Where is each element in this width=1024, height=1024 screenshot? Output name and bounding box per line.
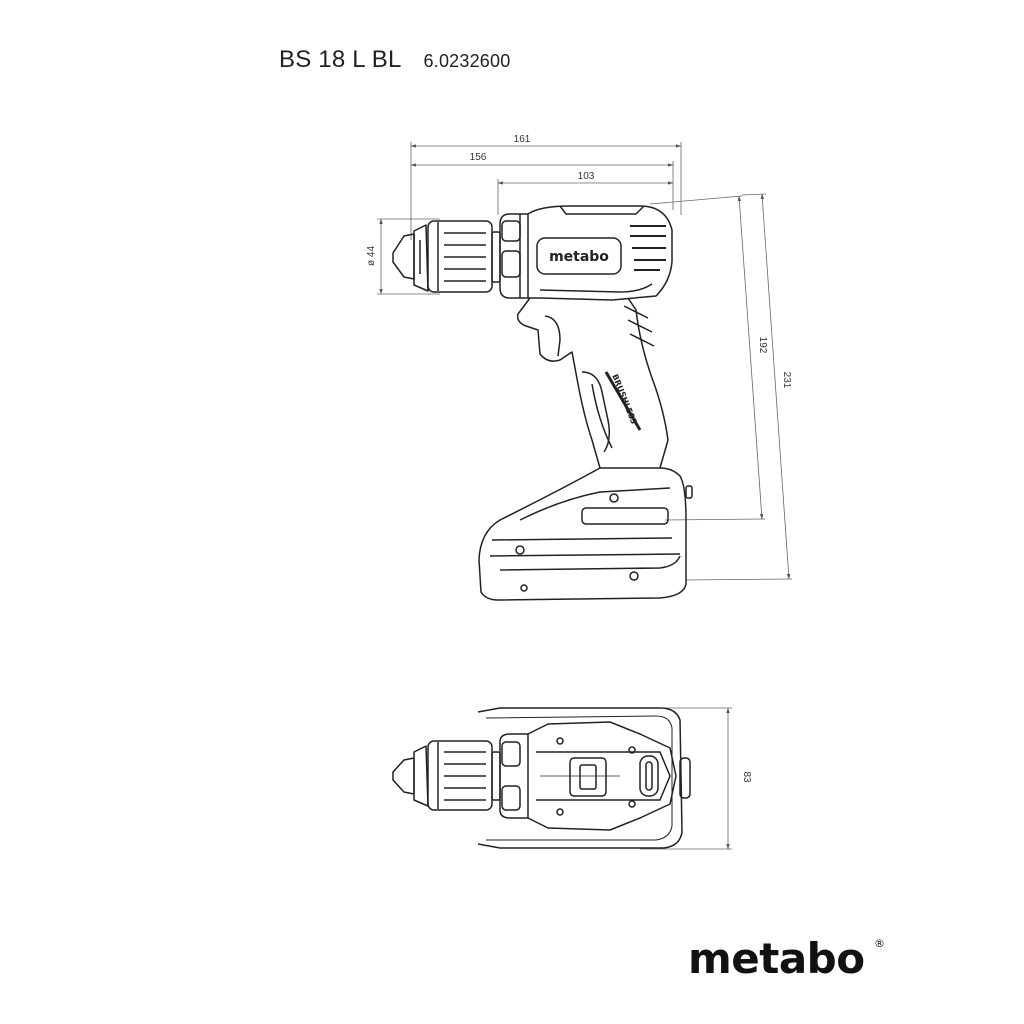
motor-housing bbox=[527, 205, 673, 301]
dim-label-192: 192 bbox=[757, 337, 768, 354]
dim-label-83: 83 bbox=[741, 771, 752, 783]
chuck-top bbox=[392, 740, 501, 811]
battery-side bbox=[478, 467, 693, 601]
dim-label-chuck-diameter: ø 44 bbox=[366, 246, 377, 266]
dim-label-161: 161 bbox=[514, 134, 531, 145]
body-top bbox=[499, 721, 677, 831]
chuck-side bbox=[392, 220, 501, 293]
dimension-labels: 161 156 103 ø 44 192 231 83 bbox=[366, 134, 792, 783]
dim-label-231: 231 bbox=[781, 372, 792, 389]
gear-collar bbox=[499, 213, 529, 299]
article-number: 6.0232600 bbox=[423, 51, 511, 71]
brand-logo: metabo bbox=[688, 934, 865, 983]
handle-side bbox=[516, 297, 669, 469]
registered-mark: ® bbox=[874, 937, 885, 950]
grip-text: BRUSHLESS bbox=[610, 373, 638, 426]
model-name: BS 18 L BL bbox=[279, 46, 402, 73]
drill-side-view bbox=[392, 205, 693, 601]
product-title: BS 18 L BL 6.0232600 bbox=[279, 46, 510, 74]
dim-label-156: 156 bbox=[470, 152, 487, 163]
dim-label-103: 103 bbox=[578, 171, 595, 182]
housing-badge-text: metabo bbox=[549, 249, 609, 265]
drill-top-view bbox=[392, 707, 691, 849]
dimension-lines bbox=[377, 142, 793, 850]
battery-top bbox=[477, 707, 691, 849]
